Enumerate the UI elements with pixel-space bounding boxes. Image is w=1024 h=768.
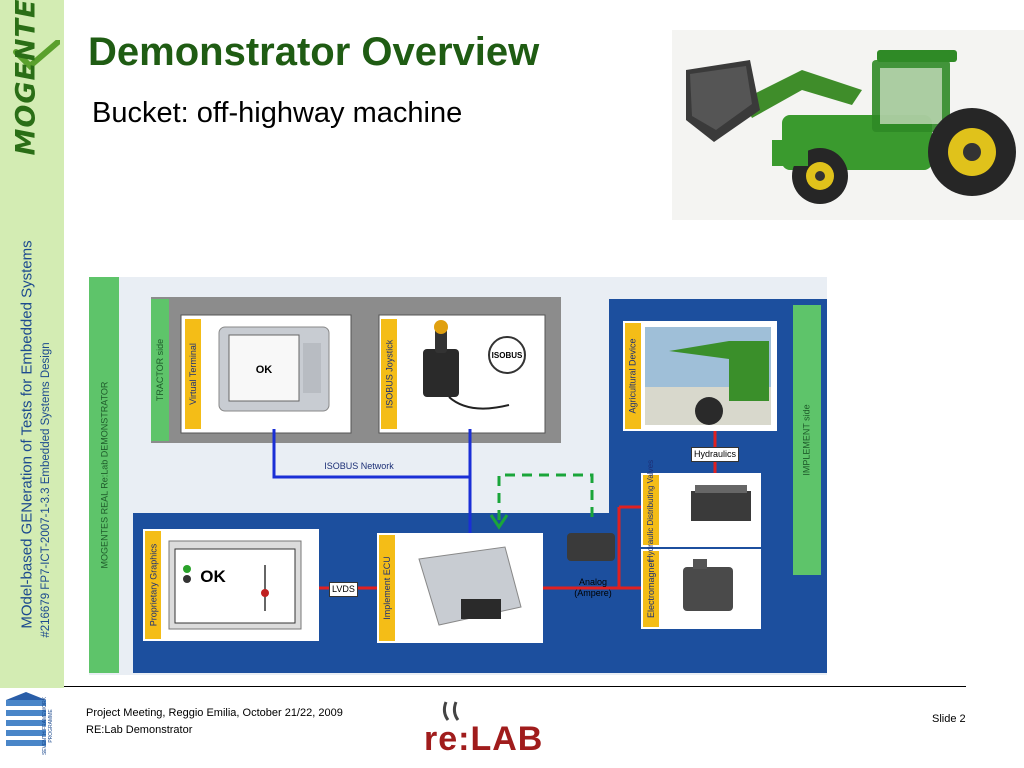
hydraulic-valves-label: Hydraulic Distributing Valves — [646, 459, 656, 561]
agricultural-device-label: Agricultural Device — [628, 338, 638, 414]
checkmark-icon — [13, 40, 60, 70]
fp7-text: SEVENTH FRAMEWORK PROGRAMME — [42, 696, 54, 756]
page-subtitle: Bucket: off-highway machine — [92, 97, 463, 129]
electromagnet-label: Electromagnet — [646, 559, 656, 619]
demonstrator-diagram: MOGENTES REAL Re:Lab DEMONSTRATOR TRACTO… — [89, 277, 827, 675]
project-code: #216679 FP7-ICT-2007-1-3.3 Embedded Syst… — [40, 342, 52, 638]
sidebar-band: MOGENTES MOdel-based GENeration of Tests… — [0, 0, 64, 688]
implement-side-label: IMPLEMENT side — [802, 404, 813, 476]
footer-info: Project Meeting, Reggio Emilia, October … — [86, 705, 343, 739]
fp7-text-wrap: SEVENTH FRAMEWORK PROGRAMME — [34, 690, 62, 764]
diagram-shapes — [89, 277, 827, 673]
demonstrator-label: MOGENTES REAL Re:Lab DEMONSTRATOR — [99, 381, 109, 569]
tractor-image — [672, 30, 1024, 220]
slide-number: Slide 2 — [932, 713, 966, 725]
isobus-network-label: ISOBUS Network — [324, 461, 394, 471]
relab-logo-text: re:LAB — [424, 720, 544, 758]
tractor-side-label: TRACTOR side — [155, 338, 166, 402]
graphics-ok-label: OK — [200, 567, 226, 586]
fp7-logo — [6, 692, 46, 746]
analog-label: Analog (Ampere) — [574, 577, 612, 598]
implement-ecu-label: Implement ECU — [382, 556, 392, 620]
footer-demonstrator: RE:Lab Demonstrator — [86, 724, 193, 736]
virtual-terminal-label: Virtual Terminal — [188, 343, 199, 405]
footer-meeting: Project Meeting, Reggio Emilia, October … — [86, 707, 343, 719]
isobus-logo: ISOBUS — [491, 351, 523, 360]
lvds-label: LVDS — [329, 582, 358, 597]
mogentes-logo — [8, 40, 60, 210]
project-name: MOdel-based GENeration of Tests for Embe… — [18, 240, 36, 629]
hydraulics-label: Hydraulics — [691, 447, 740, 462]
relab-logo-graphic — [442, 701, 460, 721]
proprietary-graphics-label: Proprietary Graphics — [148, 543, 158, 627]
vt-ok-label: OK — [255, 364, 273, 376]
page-title: Demonstrator Overview — [88, 30, 540, 74]
isobus-joystick-label: ISOBUS Joystick — [384, 339, 395, 409]
footer-divider — [64, 686, 966, 687]
